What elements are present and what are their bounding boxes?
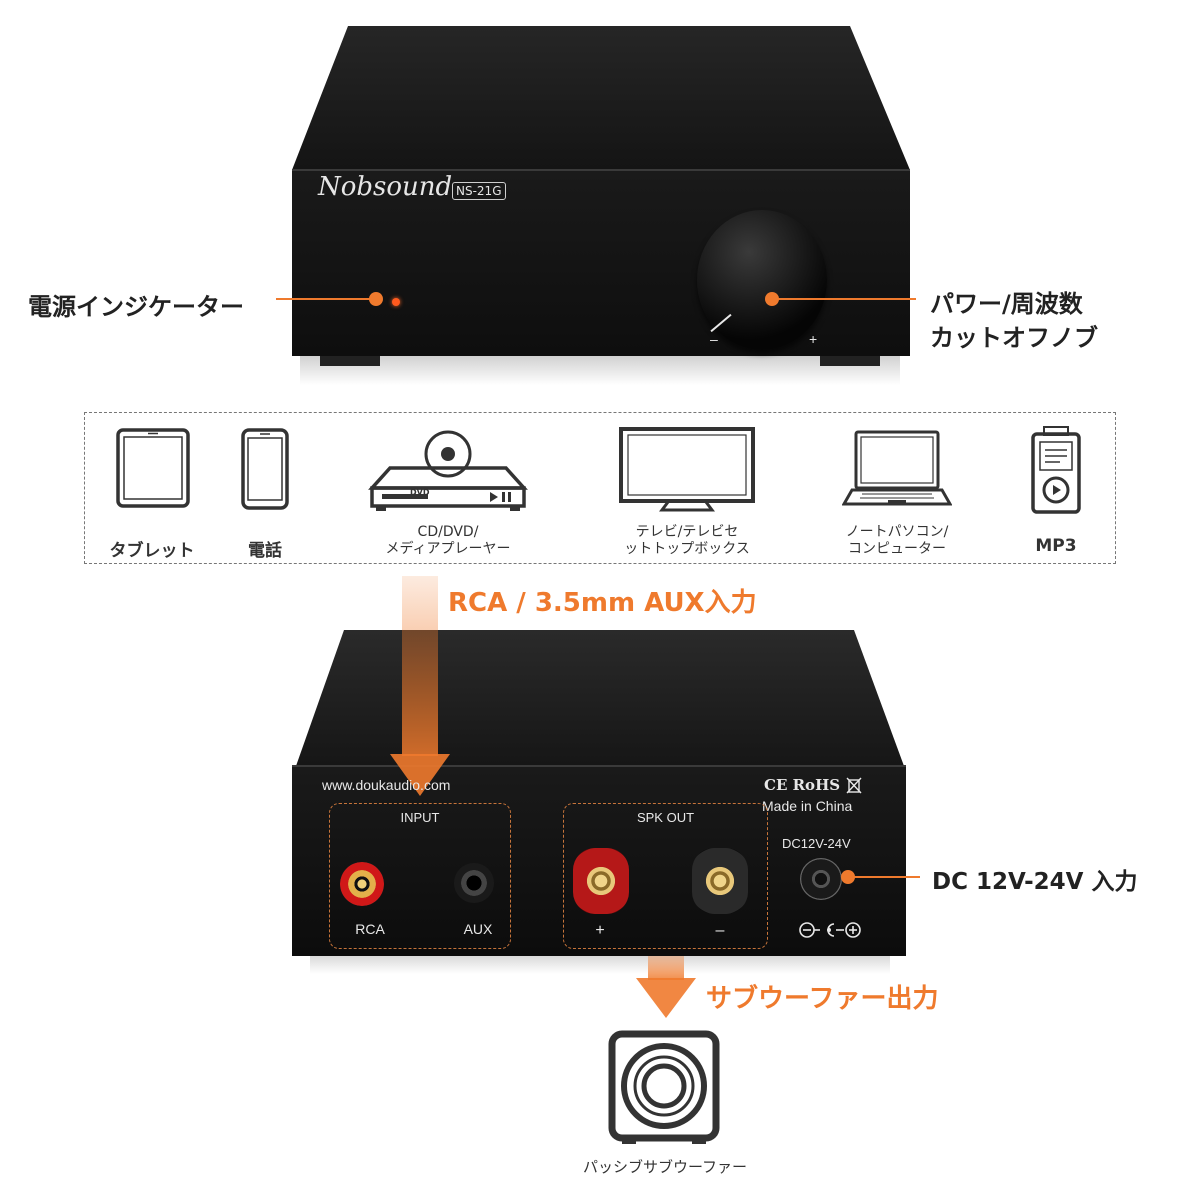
device-label-cd-dvd-1: CD/DVD/ [417, 524, 479, 540]
device-label-mp3: MP3 [1035, 536, 1077, 556]
power-callout-line [276, 298, 376, 300]
rca-label: RCA [355, 921, 385, 937]
sub-arrow-shaft [648, 956, 684, 980]
model-badge: NS-21G [452, 182, 506, 200]
phone-icon [241, 428, 289, 510]
input-group-title: INPUT [400, 810, 440, 825]
volume-knob[interactable] [697, 210, 827, 350]
aux-jack[interactable] [454, 863, 494, 903]
device-label-tv-1: テレビ/テレビセ [635, 524, 739, 540]
aux-label: AUX [463, 921, 493, 937]
subwoofer-icon [608, 1030, 720, 1144]
power-callout-dot [369, 292, 383, 306]
spk-minus-label: – [715, 922, 725, 939]
device-label-laptop-1: ノートパソコン/ [845, 524, 949, 540]
dc-power-jack[interactable] [800, 858, 842, 900]
knob-minus-label: – [710, 331, 718, 347]
device-label-tv-2: ットトップボックス [624, 541, 750, 557]
knob-callout-line1: パワー/周波数 [930, 290, 1083, 318]
power-led [392, 298, 400, 306]
weee-bin-icon [846, 777, 862, 794]
input-arrow-shaft [402, 576, 438, 756]
spk-out-group-box [563, 803, 768, 949]
dvd-player-icon [368, 430, 528, 511]
brand-logo: Nobsound [318, 172, 453, 202]
knob-callout-line [772, 298, 916, 300]
spk-plus-label: + [595, 922, 605, 939]
source-devices-box [84, 412, 1116, 564]
knob-callout-line2: カットオフノブ [930, 324, 1098, 352]
tv-icon [619, 427, 755, 512]
dc-polarity-icon [799, 922, 861, 938]
speaker-terminal-positive[interactable] [573, 848, 629, 914]
input-group-box [329, 803, 511, 949]
power-indicator-callout: 電源インジケーター [28, 293, 244, 321]
device-label-tablet: タブレット [109, 541, 195, 561]
cert-marks: CE RoHS [764, 776, 841, 794]
laptop-icon [842, 430, 952, 506]
rca-jack[interactable] [340, 862, 384, 906]
made-in-text: Made in China [762, 798, 853, 814]
dvd-text: DVD [410, 488, 430, 497]
sub-arrow-head [636, 978, 696, 1018]
amp-front-illustration [292, 26, 910, 385]
tablet-icon [116, 428, 190, 508]
dc-input-callout: DC 12V-24V 入力 [932, 869, 1138, 895]
website-text: www.doukaudio.com [322, 777, 451, 793]
spk-out-title: SPK OUT [636, 810, 695, 825]
device-label-phone: 電話 [248, 541, 282, 561]
passive-subwoofer-label: パッシブサブウーファー [582, 1158, 748, 1176]
input-arrow-head [390, 754, 450, 796]
dc-label: DC12V-24V [782, 836, 851, 851]
speaker-terminal-negative[interactable] [692, 848, 748, 914]
dc-callout-line [848, 876, 920, 878]
knob-plus-label: + [809, 331, 818, 347]
device-label-laptop-2: コンピューター [848, 541, 946, 557]
subwoofer-output-label: サブウーファー出力 [706, 984, 939, 1014]
device-label-cd-dvd-2: メディアプレーヤー [385, 541, 511, 557]
input-type-label: RCA / 3.5mm AUX入力 [448, 588, 757, 618]
mp3-player-icon [1031, 426, 1081, 514]
